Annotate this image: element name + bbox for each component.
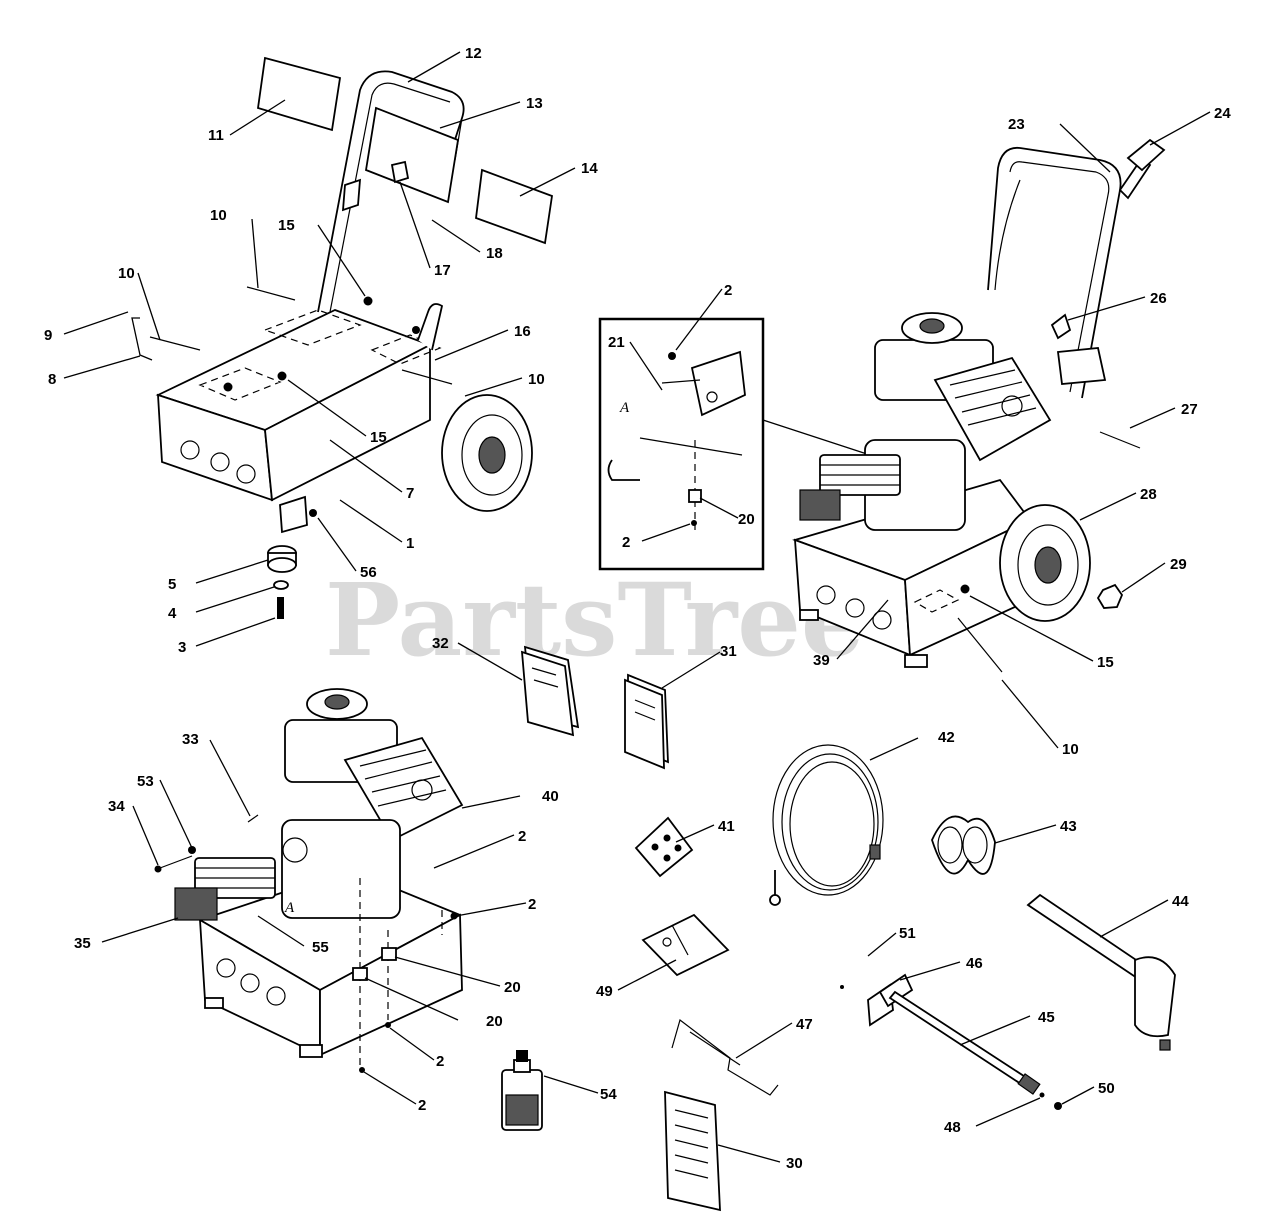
callout-56[interactable]: 56 <box>360 564 377 581</box>
callout-29[interactable]: 29 <box>1170 556 1187 573</box>
callout-11[interactable]: 11 <box>208 127 224 144</box>
callout-51[interactable]: 51 <box>899 925 916 942</box>
callout-39[interactable]: 39 <box>813 652 830 669</box>
callout-10-b[interactable]: 10 <box>118 265 135 282</box>
detail-label-a-2: A <box>284 900 295 916</box>
callout-8[interactable]: 8 <box>48 371 56 388</box>
decal-14 <box>475 168 553 245</box>
callout-20-c[interactable]: 20 <box>486 1013 503 1030</box>
callout-23[interactable]: 23 <box>1008 116 1025 133</box>
callout-15-c[interactable]: 15 <box>1097 654 1114 671</box>
callout-26[interactable]: 26 <box>1150 290 1167 307</box>
callout-28[interactable]: 28 <box>1140 486 1157 503</box>
callout-2-c[interactable]: 2 <box>518 828 526 845</box>
callout-2-b[interactable]: 2 <box>622 534 630 551</box>
callout-49[interactable]: 49 <box>596 983 613 1000</box>
callout-33[interactable]: 33 <box>182 731 199 748</box>
callout-46[interactable]: 46 <box>966 955 983 972</box>
callout-7[interactable]: 7 <box>406 485 414 502</box>
callout-42[interactable]: 42 <box>938 729 955 746</box>
callout-10-c[interactable]: 10 <box>528 371 545 388</box>
callouts: 12 13 11 14 10 15 18 17 10 9 8 16 10 15 … <box>44 45 1231 1172</box>
callout-35[interactable]: 35 <box>74 935 91 952</box>
callout-50[interactable]: 50 <box>1098 1080 1115 1097</box>
callout-15-b[interactable]: 15 <box>370 429 387 446</box>
callout-15-a[interactable]: 15 <box>278 217 295 234</box>
callout-18[interactable]: 18 <box>486 245 503 262</box>
callout-2-a[interactable]: 2 <box>724 282 732 299</box>
callout-34[interactable]: 34 <box>108 798 125 815</box>
callout-5[interactable]: 5 <box>168 576 176 593</box>
callout-10-d[interactable]: 10 <box>1062 741 1079 758</box>
callout-12[interactable]: 12 <box>465 45 482 62</box>
callout-1[interactable]: 1 <box>406 535 414 552</box>
detail-box: A <box>598 317 871 571</box>
callout-44[interactable]: 44 <box>1172 893 1189 910</box>
callout-24[interactable]: 24 <box>1214 105 1231 122</box>
callout-2-d[interactable]: 2 <box>528 896 536 913</box>
callout-17[interactable]: 17 <box>434 262 451 279</box>
callout-55[interactable]: 55 <box>312 939 329 956</box>
detail-label-a: A <box>619 400 630 416</box>
callout-48[interactable]: 48 <box>944 1119 961 1136</box>
callout-43[interactable]: 43 <box>1060 818 1077 835</box>
callout-16[interactable]: 16 <box>514 323 531 340</box>
callout-13[interactable]: 13 <box>526 95 543 112</box>
callout-45[interactable]: 45 <box>1038 1009 1055 1026</box>
callout-31[interactable]: 31 <box>720 643 737 660</box>
callout-20-b[interactable]: 20 <box>504 979 521 996</box>
engine-pump-assembly: A <box>154 688 464 1073</box>
callout-2-f[interactable]: 2 <box>418 1097 426 1114</box>
callout-9[interactable]: 9 <box>44 327 52 344</box>
callout-41[interactable]: 41 <box>718 818 735 835</box>
plate-13 <box>364 106 460 204</box>
callout-54[interactable]: 54 <box>600 1086 617 1103</box>
callout-47[interactable]: 47 <box>796 1016 813 1033</box>
callout-2-e[interactable]: 2 <box>436 1053 444 1070</box>
watermark: PartsTree <box>325 561 865 679</box>
callout-30[interactable]: 30 <box>786 1155 803 1172</box>
callout-21[interactable]: 21 <box>608 334 625 351</box>
callout-3[interactable]: 3 <box>178 639 186 656</box>
callout-14[interactable]: 14 <box>581 160 598 177</box>
callout-27[interactable]: 27 <box>1181 401 1198 418</box>
callout-40[interactable]: 40 <box>542 788 559 805</box>
callout-4[interactable]: 4 <box>168 605 177 622</box>
callout-20-a[interactable]: 20 <box>738 511 755 528</box>
callout-32[interactable]: 32 <box>432 635 449 652</box>
manuals <box>520 645 669 770</box>
callout-10-a[interactable]: 10 <box>210 207 227 224</box>
callout-53[interactable]: 53 <box>137 773 154 790</box>
assembled-washer <box>792 138 1166 673</box>
accessories <box>501 744 1176 1212</box>
decal-11 <box>257 56 342 132</box>
